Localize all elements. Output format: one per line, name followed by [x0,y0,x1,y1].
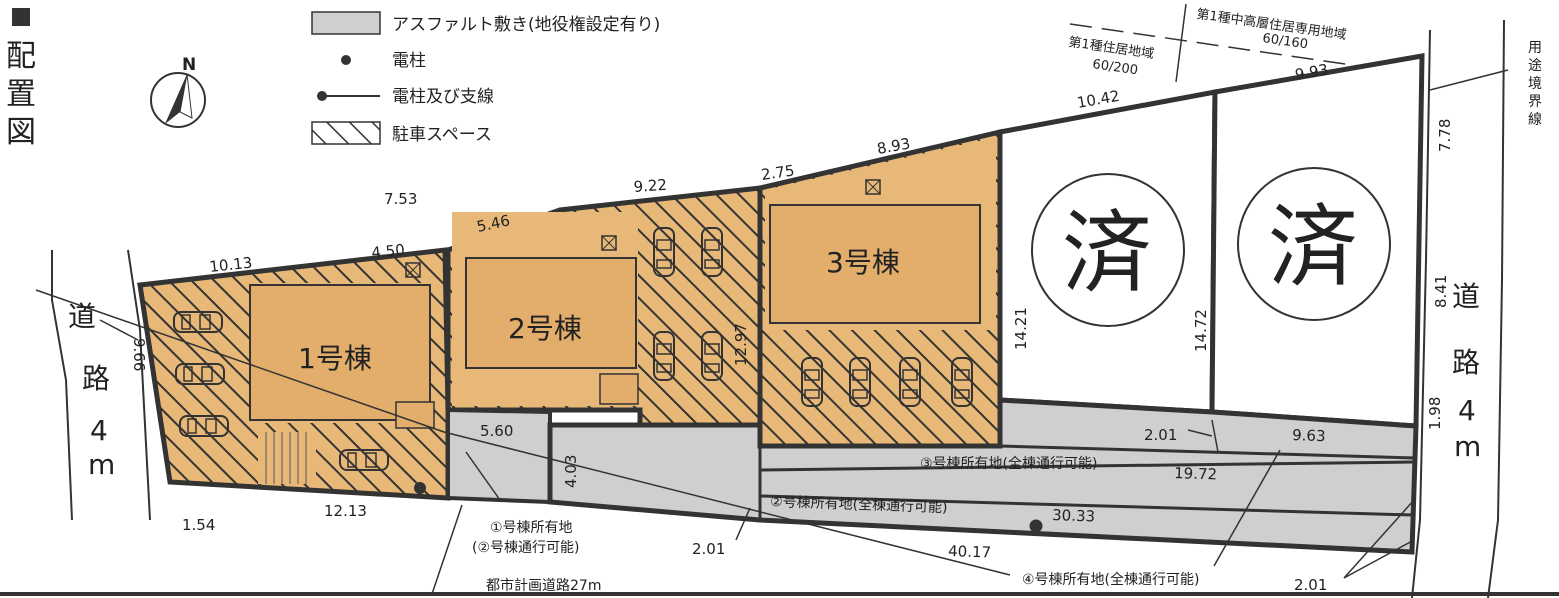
dimensions: 10.13 4.50 7.53 5.46 9.22 2.75 8.93 10.4… [130,60,1454,594]
lot-1-strip [258,432,316,484]
lot-4: 済 [997,88,1218,415]
title-char-2: 置 [6,77,36,112]
legend-parking-swatch [311,121,381,145]
dim-12-97: 12.97 [732,323,750,366]
lot1-ownership-a: ①号棟所有地 [490,520,573,536]
road-left-char-2: 路 [82,362,110,395]
road-right-char-1: 道 [1452,280,1480,313]
leader-lines [35,289,1415,595]
dim-10-42: 10.42 [1076,87,1121,112]
lot2-ownership: ②号棟所有地(全棟通行可能) [770,493,948,516]
dim-4-50: 4.50 [371,241,406,262]
zone1-name: 第1種住居地域 [1067,34,1155,62]
dim-9-66: 9.66 [130,338,148,371]
road-left: 道 路 4 m [68,300,115,481]
building-3-label: 3号棟 [826,246,900,279]
dim-8-93: 8.93 [876,134,912,158]
lot4-ownership: ④号棟所有地(全棟通行可能) [1022,571,1199,588]
dim-40-17: 40.17 [948,542,992,561]
dim-9-22: 9.22 [633,176,668,196]
legend-pole-icon [341,55,351,65]
road-left-char-3: 4 [90,414,108,447]
utility-pole-icon [414,482,426,494]
dim-14-72: 14.72 [1192,309,1210,352]
dim-5-60: 5.60 [480,422,513,440]
building-3-outline [769,204,981,324]
lot1-ownership-b: (②号棟通行可能) [472,540,579,556]
legend-pole-wire-label: 電柱及び支線 [392,87,494,107]
dim-4-03: 4.03 [562,455,580,488]
road-right-char-2: 路 [1452,346,1480,379]
boundary-label-3: 境 [1528,76,1542,92]
dim-10-13: 10.13 [209,254,254,276]
lot-1: 1号棟 [137,247,451,501]
dim-30-33: 30.33 [1052,506,1096,525]
dim-12-13: 12.13 [324,502,367,520]
boundary-label-5: 線 [1528,112,1542,128]
title-char-1: 配 [6,39,36,74]
dim-14-21: 14.21 [1012,307,1030,350]
legend-parking-label: 駐車スペース [392,125,492,145]
lot-2: 2号棟 [445,185,763,428]
dim-9-63: 9.63 [1292,426,1326,445]
road-right-char-4: m [1454,430,1481,463]
road-right: 道 路 4 m [1452,280,1481,463]
lot3-ownership: ③号棟所有地(全棟通行可能) [920,455,1097,472]
sold-label-2: 済 [1268,195,1358,300]
lot-3: 3号棟 [757,128,1003,449]
building-1-outline [249,284,431,421]
sold-stamp [1031,173,1185,327]
dim-19-72: 19.72 [1174,464,1218,483]
road-right-char-3: 4 [1458,394,1476,427]
legend-pole-label: 電柱 [392,51,426,71]
building-2-label: 2号棟 [508,312,582,345]
legend-asphalt-swatch [311,11,381,35]
lot-2-utility-box-icon [601,235,617,251]
utility-pole-icon [1029,519,1043,533]
title-char-3: 図 [6,115,36,150]
dim-2-01-right: 2.01 [1144,426,1177,444]
dim-2-75: 2.75 [760,161,796,183]
building-2-outline [465,257,637,369]
dim-1-98: 1.98 [1426,397,1444,430]
north-arrow-icon: N [150,55,206,128]
dim-8-41: 8.41 [1432,275,1450,308]
legend-asphalt-label: アスファルト敷き(地役権設定有り) [392,15,660,35]
dim-2-01-bottom: 2.01 [1294,576,1327,594]
legend: アスファルト敷き(地役権設定有り) 電柱 電柱及び支線 駐車スペース [311,11,660,145]
dim-7-53: 7.53 [384,190,417,208]
lot-5: 済 [1209,53,1425,429]
dim-9-93: 9.93 [1294,60,1330,84]
road-left-char-1: 道 [68,300,96,333]
lot-3-utility-box-icon [865,179,881,195]
lot-1-utility-box-icon [405,262,421,278]
zone1-ratio: 60/200 [1091,57,1138,78]
boundary-label-4: 界 [1528,94,1542,110]
dim-7-78: 7.78 [1436,119,1454,152]
zone2-ratio: 60/160 [1261,31,1308,52]
building-1-label: 1号棟 [298,342,372,375]
title-marker [12,8,30,26]
planned-road-label: 都市計画道路27m [486,577,601,594]
dim-2-01-mid: 2.01 [692,540,725,558]
building-1-entry [395,401,435,429]
compass-label: N [182,55,196,75]
sold-stamp [1237,167,1391,321]
road-left-char-4: m [88,448,115,481]
dim-1-54: 1.54 [182,516,215,534]
road-edges [51,19,1505,598]
sold-label-1: 済 [1062,201,1152,306]
boundary-label-1: 用 [1528,40,1542,56]
boundary-label-2: 途 [1528,57,1542,74]
